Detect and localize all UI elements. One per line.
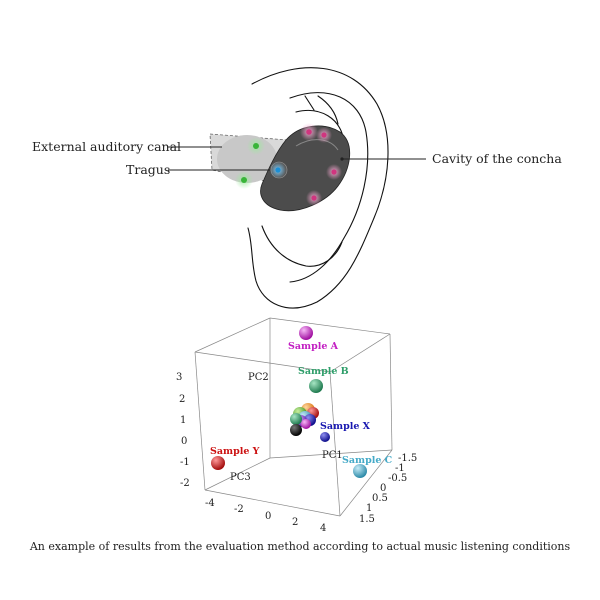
pc1-ticks: -1.5 -1 -0.5 0 0.5 1 1.5 bbox=[359, 453, 417, 525]
sample-x: Sample X bbox=[320, 421, 371, 442]
tick-label: -4 bbox=[205, 498, 215, 509]
pc2-ticks: 3 2 1 0 -1 -2 bbox=[176, 372, 190, 489]
cluster bbox=[290, 403, 319, 436]
ear-fossa-line bbox=[304, 95, 339, 125]
contact-points bbox=[235, 123, 342, 206]
pc3-ticks: -4 -2 0 2 4 bbox=[205, 498, 326, 534]
tick-label: -0.5 bbox=[388, 473, 407, 484]
sphere bbox=[290, 413, 302, 425]
label-tragus: Tragus bbox=[126, 162, 170, 177]
label-external-canal: External auditory canal bbox=[32, 139, 181, 154]
tick-label: 2 bbox=[292, 517, 298, 528]
tick-label: -2 bbox=[180, 478, 190, 489]
pca-plot: 3 2 1 0 -1 -2 -4 -2 0 2 4 -1.5 -1 -0.5 0… bbox=[176, 317, 417, 534]
ear-antihelix-ridge bbox=[289, 92, 369, 283]
sphere-sample-x bbox=[320, 432, 330, 442]
tick-label: -1 bbox=[395, 463, 405, 474]
tick-label: -1.5 bbox=[398, 453, 417, 464]
tick-label: 2 bbox=[179, 394, 185, 405]
axis-name-pc2: PC2 bbox=[248, 372, 269, 383]
sphere-sample-a bbox=[299, 326, 313, 340]
tick-label: 1 bbox=[366, 503, 372, 514]
tick-label: 1 bbox=[180, 415, 186, 426]
ear-helix-outline bbox=[247, 67, 389, 309]
sample-c: Sample C bbox=[342, 455, 393, 478]
sample-label: Sample B bbox=[298, 366, 349, 377]
figure-caption: An example of results from the evaluatio… bbox=[29, 540, 571, 553]
tick-label: 1.5 bbox=[359, 514, 375, 525]
tick-label: 0 bbox=[265, 511, 271, 522]
label-concha: Cavity of the concha bbox=[432, 151, 562, 166]
tick-label: 0 bbox=[181, 436, 187, 447]
tick-label: -1 bbox=[180, 457, 190, 468]
tick-label: 4 bbox=[320, 523, 326, 534]
tick-label: -2 bbox=[234, 504, 244, 515]
sphere-sample-y bbox=[211, 456, 225, 470]
sphere-sample-b bbox=[309, 379, 323, 393]
sphere bbox=[290, 424, 302, 436]
sphere bbox=[301, 419, 311, 429]
tick-label: 0 bbox=[380, 483, 386, 494]
tick-label: 3 bbox=[176, 372, 182, 383]
sample-b: Sample B bbox=[298, 366, 349, 393]
sphere-sample-c bbox=[353, 464, 367, 478]
sample-label: Sample C bbox=[342, 455, 393, 466]
axis-name-pc3: PC3 bbox=[230, 472, 251, 483]
sample-y: Sample Y bbox=[210, 446, 260, 470]
sample-label: Sample A bbox=[288, 341, 339, 352]
ear-lobe bbox=[261, 225, 343, 267]
sample-label: Sample X bbox=[320, 421, 371, 432]
sample-a: Sample A bbox=[288, 326, 339, 352]
tick-label: 0.5 bbox=[372, 493, 388, 504]
axis-name-pc1: PC1 bbox=[322, 450, 343, 461]
sample-label: Sample Y bbox=[210, 446, 260, 457]
